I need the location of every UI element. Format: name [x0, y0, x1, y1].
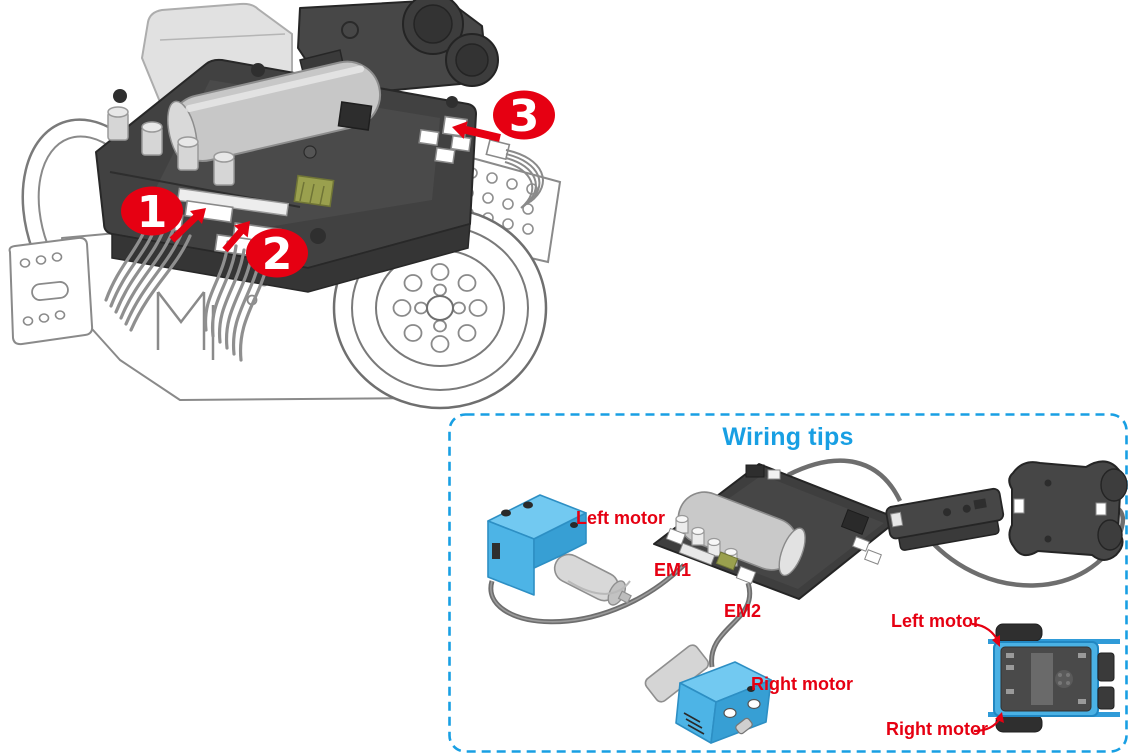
right-motor-label: Right motor [751, 674, 853, 694]
ultrasonic-sensor-module [1008, 460, 1128, 561]
panel-dashed-border [448, 413, 1128, 753]
step-1-number: 1 [137, 187, 168, 238]
control-board-illustration [653, 463, 900, 600]
left-motor-shaft [553, 553, 632, 606]
step-2-badge: 2 [246, 228, 308, 280]
line-follower-sensor [885, 487, 1005, 551]
mcu-chip [337, 101, 373, 131]
board-battery [677, 491, 806, 577]
left-motor-label: Left motor [576, 508, 665, 528]
top-view-left-motor-label: Left motor [891, 611, 980, 631]
top-view-right-motor-arrow-icon [973, 712, 1004, 733]
step-3-arrow-icon [452, 121, 501, 142]
robot-assembly-illustration: 1 2 3 [8, 0, 562, 410]
top-view-left-wheel [995, 623, 1043, 642]
top-view-right-motor-label: Right motor [886, 719, 988, 739]
robot-top-view [988, 623, 1120, 733]
sensor-cable [485, 138, 544, 209]
pin-header [293, 174, 335, 208]
step-1-arrow-icon [169, 208, 206, 243]
em2-cable [709, 582, 753, 668]
capacitors [107, 106, 235, 186]
top-view-left-motor-arrow-icon [971, 622, 1000, 647]
step-2-number: 2 [262, 229, 293, 280]
top-view-sensor [1097, 652, 1115, 682]
right-motor-illustration [644, 644, 772, 744]
em1-cable [488, 563, 686, 625]
step-2-arrow-icon [222, 221, 250, 253]
step-1-badge: 1 [121, 186, 183, 238]
panel-title: Wiring tips [722, 423, 854, 451]
main-board-platform [95, 58, 477, 293]
side-connectors [418, 128, 472, 165]
em1-port-label: EM1 [654, 560, 692, 580]
board-capacitors [675, 514, 738, 567]
left-motor-illustration [487, 494, 632, 606]
em2-port-label: EM2 [724, 601, 762, 621]
step-3-badge: 3 [493, 90, 555, 142]
wiring-diagram [487, 458, 1128, 744]
left-bracket [8, 236, 94, 346]
motor-cable-bundles [104, 214, 270, 362]
step-3-number: 3 [509, 91, 540, 142]
battery-cylinder [167, 60, 382, 165]
wiring-tips-panel: Wiring tips Left motor EM1 EM2 Right mot… [448, 413, 1128, 753]
